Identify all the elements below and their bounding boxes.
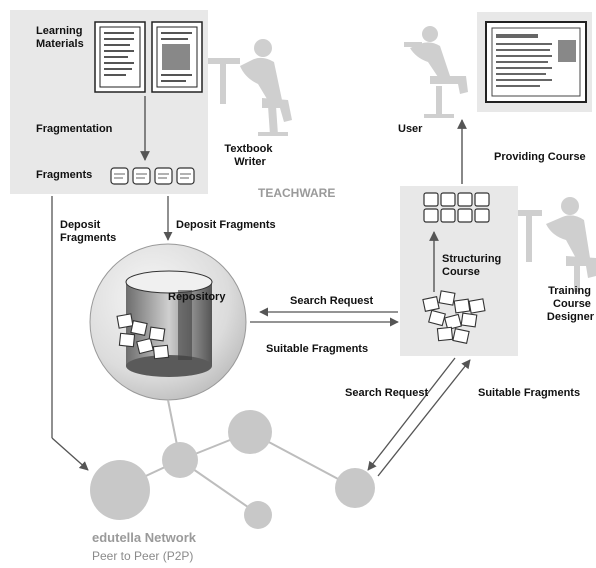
fragmentation-label: Fragmentation — [36, 123, 113, 135]
search-request-arrow-bottom — [367, 357, 456, 471]
learning-materials-line-1: Learning — [36, 25, 82, 37]
fragments-label: Fragments — [36, 169, 92, 181]
suitable-fragments-bottom-label: Suitable Fragments — [478, 387, 580, 399]
writer-person-icon — [208, 39, 292, 136]
deposit-fragments-left-label: Deposit Fragments — [60, 219, 116, 244]
training-designer-line-2: Course — [553, 298, 591, 310]
network-node — [335, 468, 375, 508]
structured-course-tiles — [423, 192, 490, 223]
deposit-fragments-left-line-1: Deposit — [60, 219, 101, 231]
deposit-arrow-left-tail — [51, 437, 89, 471]
search-request-bottom-label: Search Request — [345, 387, 428, 399]
search-request-top-label: Search Request — [290, 295, 373, 307]
training-designer-line-3: Designer — [547, 311, 595, 323]
structuring-course-label: Structuring Course — [442, 253, 504, 278]
repository-fragments — [116, 313, 170, 360]
user-label: User — [398, 123, 423, 135]
training-course-designer-label: Training Course Designer — [547, 285, 595, 323]
deposit-fragments-right-label: Deposit Fragments — [176, 219, 276, 231]
textbook-writer-label: Textbook Writer — [224, 143, 275, 168]
network-subtitle-label: Peer to Peer (P2P) — [92, 549, 193, 563]
network-node — [228, 410, 272, 454]
learning-materials-line-2: Materials — [36, 38, 84, 50]
network-node — [162, 442, 198, 478]
computer-screen-icon — [485, 21, 587, 103]
structuring-course-line-2: Course — [442, 266, 480, 278]
scattered-fragments — [422, 290, 486, 344]
textbook-writer-line-2: Writer — [234, 156, 266, 168]
textbook-writer-line-1: Textbook — [224, 143, 273, 155]
providing-course-label: Providing Course — [494, 151, 586, 163]
database-cylinder-icon — [125, 270, 213, 377]
network-title-label: edutella Network — [92, 530, 197, 545]
suitable-fragments-mid-label: Suitable Fragments — [266, 343, 368, 355]
designer-person-icon — [518, 197, 596, 292]
deposit-fragments-left-line-2: Fragments — [60, 232, 116, 244]
repository-label: Repository — [168, 291, 226, 303]
user-person-icon — [404, 26, 468, 118]
teachware-label: TEACHWARE — [258, 186, 335, 200]
document-icon — [94, 21, 146, 93]
network-node — [244, 501, 272, 529]
fragment-tiles-top — [110, 167, 195, 185]
network-node — [90, 460, 150, 520]
structuring-course-line-1: Structuring — [442, 253, 501, 265]
training-designer-line-1: Training — [548, 285, 591, 297]
learning-materials-label: Learning Materials — [36, 25, 86, 50]
suitable-fragments-arrow-bottom — [377, 359, 471, 477]
document-icon — [151, 21, 203, 93]
